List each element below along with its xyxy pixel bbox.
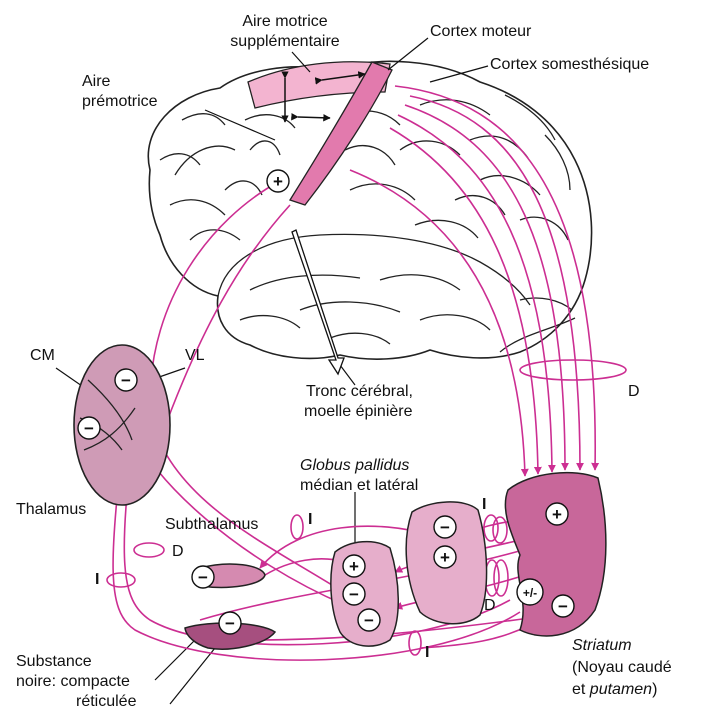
label-premotor-1: Aire bbox=[82, 72, 110, 91]
label-d-bottom: D bbox=[484, 596, 496, 615]
label-somatosensory-cortex: Cortex somesthésique bbox=[490, 55, 649, 74]
label-substantia-nigra-2: noire: compacte bbox=[16, 672, 130, 691]
sign-text: − bbox=[225, 614, 235, 633]
label-substantia-nigra-1: Substance bbox=[16, 652, 92, 671]
sign-text: − bbox=[121, 371, 131, 390]
label-subthalamus: Subthalamus bbox=[165, 515, 258, 534]
sign-text: − bbox=[84, 419, 94, 438]
label-d-top: D bbox=[628, 382, 640, 401]
label-d-mid: D bbox=[172, 542, 184, 561]
sign-text: + bbox=[552, 505, 562, 524]
label-i-left: I bbox=[95, 570, 99, 589]
sign-text: − bbox=[440, 518, 450, 537]
label-globus-pallidus-2: médian et latéral bbox=[300, 476, 418, 495]
label-i-pallidus: I bbox=[482, 495, 486, 514]
sign-text: − bbox=[364, 611, 374, 630]
loop-d-top bbox=[520, 360, 626, 380]
label-striatum-3a: et bbox=[572, 681, 590, 698]
label-supplementary-motor-2: supplémentaire bbox=[205, 32, 365, 51]
sign-text: − bbox=[349, 585, 359, 604]
sign-text: + bbox=[273, 172, 283, 191]
label-i-bottom: I bbox=[425, 643, 429, 662]
sign-text: − bbox=[198, 568, 208, 587]
label-striatum-3: et putamen) bbox=[572, 680, 657, 699]
label-cm: CM bbox=[30, 346, 55, 365]
label-i-subthalamus: I bbox=[308, 510, 312, 529]
label-striatum-3b: putamen bbox=[590, 681, 652, 698]
label-brainstem-1: Tronc cérébral, bbox=[306, 382, 413, 401]
label-striatum-2: (Noyau caudé bbox=[572, 658, 672, 677]
label-premotor-2: prémotrice bbox=[82, 92, 158, 111]
label-globus-pallidus-1: Globus pallidus bbox=[300, 456, 409, 475]
label-thalamus: Thalamus bbox=[16, 500, 86, 519]
label-striatum-1: Striatum bbox=[572, 636, 632, 655]
label-striatum-3c: ) bbox=[652, 681, 657, 698]
sign-text: + bbox=[440, 548, 450, 567]
label-substantia-nigra-3: réticulée bbox=[76, 692, 136, 711]
label-motor-cortex: Cortex moteur bbox=[430, 22, 531, 41]
label-brainstem-2: moelle épinière bbox=[304, 402, 413, 421]
sign-text: + bbox=[349, 557, 359, 576]
sign-text: +/- bbox=[523, 586, 537, 600]
label-vl: VL bbox=[185, 346, 205, 365]
sign-text: − bbox=[558, 597, 568, 616]
label-supplementary-motor-1: Aire motrice bbox=[205, 12, 365, 31]
